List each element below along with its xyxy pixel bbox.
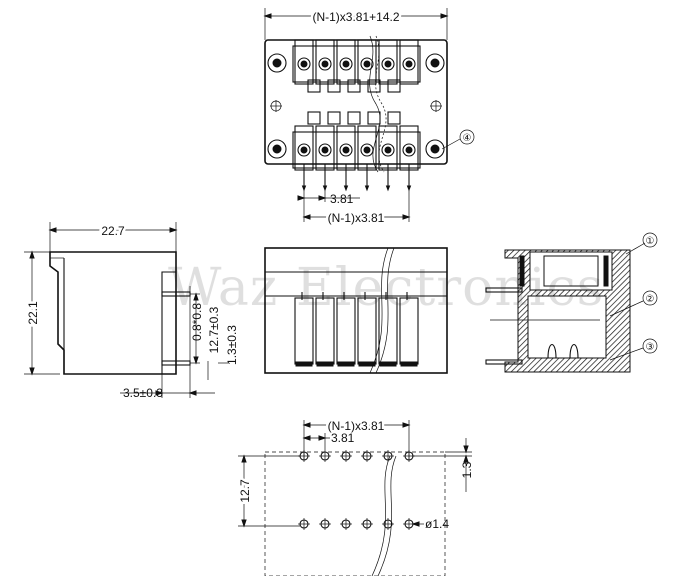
pin-tip <box>301 185 307 192</box>
hole-row-lower <box>298 518 415 530</box>
terminal-block <box>292 131 421 169</box>
svg-text:④: ④ <box>463 133 472 144</box>
svg-text:②: ② <box>646 294 655 305</box>
terminal-screw-core <box>363 60 371 68</box>
svg-text:①: ① <box>646 236 655 247</box>
terminal-cell <box>315 39 335 85</box>
watermark: Waz Electronics <box>168 258 604 318</box>
dim-pin-size-label: 0.8*0.8 <box>190 303 204 341</box>
pcb-view: (N-1)x3.81 3.81 12.7 1.3 ø1.4 <box>236 417 474 576</box>
terminal-screw <box>360 143 374 157</box>
section-view: ① ② ③ <box>485 232 658 373</box>
terminal-screw <box>381 57 395 71</box>
terminal-screw <box>381 143 395 157</box>
front-contact <box>316 361 334 367</box>
dim-top-pitch: 3.81 (N-1)x3.81 <box>297 190 411 228</box>
pin-tip <box>322 185 328 192</box>
dim-side-width-label: 22.7 <box>101 224 125 238</box>
window-square <box>367 79 381 93</box>
svg-text:③: ③ <box>646 342 655 353</box>
terminal-screw <box>297 143 311 157</box>
terminal-screw-core <box>405 60 413 68</box>
window-square <box>307 79 321 93</box>
dim-bottom-span-label: (N-1)x3.81 <box>328 419 385 433</box>
terminal-screw <box>339 143 353 157</box>
terminal-screw <box>318 57 332 71</box>
window-square <box>327 79 341 93</box>
dim-pin-length-label: 3.5±0.3 <box>123 386 163 400</box>
terminal-screw-core <box>384 146 392 154</box>
terminal-screw-core <box>384 60 392 68</box>
mounting-screws <box>267 53 445 159</box>
front-contact <box>337 361 355 367</box>
terminal-screw-core <box>321 146 329 154</box>
callout-2: ② <box>609 290 658 317</box>
terminal-screw <box>360 57 374 71</box>
terminal-screw <box>297 57 311 71</box>
dim-top-span-label: (N-1)x3.81 <box>328 211 385 225</box>
pin-tip <box>364 185 370 192</box>
front-contact <box>295 361 313 367</box>
dim-bottom-pitch-label: 3.81 <box>331 431 355 445</box>
window-square <box>327 111 341 125</box>
window-row-upper <box>307 79 401 93</box>
window-square <box>347 79 361 93</box>
terminal-screw-core <box>300 146 308 154</box>
dim-row-spacing-label: 12.7±0.3 <box>207 306 221 353</box>
window-square <box>387 79 401 93</box>
terminal-cell <box>357 39 377 85</box>
side-view: 22.7 22.1 0.8*0.8 12.7±0.3 1.3±0.3 <box>24 222 240 401</box>
dim-bottom-edge-label: 1.3 <box>460 461 474 478</box>
terminal-cell <box>399 39 419 85</box>
callout-4: ④ <box>441 129 475 150</box>
window-square <box>347 111 361 125</box>
hole-row-upper <box>298 450 415 462</box>
window-square <box>307 111 321 125</box>
terminal-screw-core <box>342 146 350 154</box>
dim-pin-offset-label: 1.3±0.3 <box>225 325 239 365</box>
terminal-screw <box>402 143 416 157</box>
dim-hole-diameter-label: ø1.4 <box>425 517 449 531</box>
front-view <box>264 247 448 374</box>
terminal-row-upper <box>292 39 421 85</box>
pin-tip <box>406 185 412 192</box>
terminal-screw-core <box>363 146 371 154</box>
front-contact <box>379 361 397 367</box>
terminal-screw <box>339 57 353 71</box>
terminal-cell <box>294 39 314 85</box>
dim-side-height-label: 22.1 <box>26 301 40 325</box>
window-square <box>367 111 381 125</box>
dim-top-pitch-label: 3.81 <box>330 192 354 206</box>
callout-1: ① <box>625 232 658 255</box>
terminal-screw <box>402 57 416 71</box>
top-view: (N-1)x3.81+14.2 ④ <box>263 8 475 228</box>
terminal-screw-core <box>342 60 350 68</box>
terminal-block <box>292 45 421 83</box>
terminal-screw <box>318 143 332 157</box>
dim-top-width: (N-1)x3.81+14.2 <box>263 8 449 40</box>
pin-tip <box>385 185 391 192</box>
front-contact <box>400 361 418 367</box>
front-contact <box>358 361 376 367</box>
top-view-pins <box>301 164 412 192</box>
window-square <box>387 111 401 125</box>
callout-3: ③ <box>609 338 658 361</box>
dim-top-width-label: (N-1)x3.81+14.2 <box>312 10 399 24</box>
terminal-screw-core <box>300 60 308 68</box>
dim-bottom-row-label: 12.7 <box>238 479 252 503</box>
terminal-screw-core <box>321 60 329 68</box>
terminal-cell <box>336 39 356 85</box>
terminal-screw-core <box>405 146 413 154</box>
pin-tip <box>343 185 349 192</box>
